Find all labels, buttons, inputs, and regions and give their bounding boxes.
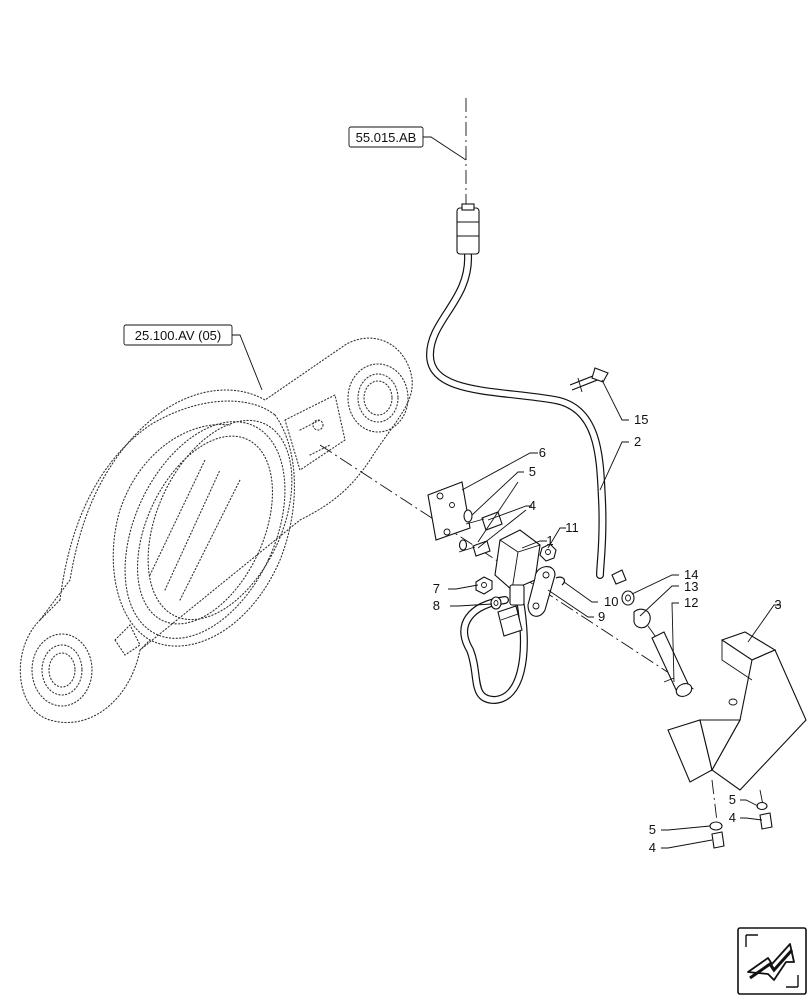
ball-joint-icon[interactable] (633, 608, 659, 641)
callouts: 6 5 4 1 11 7 8 10 9 14 13 12 15 2 3 5 4 … (433, 412, 782, 855)
leader-lines (448, 379, 781, 849)
navigation-arrow-icon[interactable] (737, 927, 807, 995)
callout-10: 10 (604, 594, 618, 609)
sensor-bracket[interactable] (427, 481, 471, 541)
callout-11: 11 (565, 520, 579, 535)
fastener-centerline (711, 779, 719, 831)
washer-icon[interactable] (756, 801, 768, 811)
bolt-icon[interactable] (759, 812, 773, 830)
clip-icon[interactable] (555, 576, 566, 586)
callout-5: 5 (649, 822, 656, 837)
callout-3: 3 (774, 597, 781, 612)
reference-25-100-av[interactable]: 25.100.AV (05) (123, 324, 263, 391)
wire-harness[interactable] (425, 251, 607, 705)
washer-icon[interactable] (709, 821, 723, 831)
sensor-lever[interactable] (527, 566, 556, 617)
callout-4: 4 (529, 498, 536, 513)
harness-connector-icon[interactable] (456, 203, 480, 255)
callout-5: 5 (729, 792, 736, 807)
callout-9: 9 (598, 609, 605, 624)
callout-12: 12 (684, 595, 698, 610)
pin-icon[interactable] (611, 569, 627, 585)
callout-4: 4 (649, 840, 656, 855)
callout-1: 1 (546, 533, 553, 548)
washer-icon[interactable] (621, 590, 635, 606)
axle-housing-phantom (19, 337, 413, 724)
reference-25-100-av-label: 25.100.AV (05) (135, 328, 221, 343)
washer-icon[interactable] (458, 509, 473, 551)
cable-tie-icon[interactable] (569, 367, 609, 393)
position-sensor[interactable] (494, 529, 541, 606)
callout-4: 4 (729, 810, 736, 825)
bolt-icon[interactable] (458, 540, 491, 557)
callout-13: 13 (684, 579, 698, 594)
reference-55-015-ab[interactable]: 55.015.AB (348, 126, 467, 161)
bolt-icon[interactable] (711, 831, 725, 849)
reference-55-015-ab-label: 55.015.AB (356, 130, 417, 145)
callout-14: 14 (684, 567, 698, 582)
callout-7: 7 (433, 581, 440, 596)
callout-15: 15 (634, 412, 648, 427)
linkage-rod[interactable] (651, 631, 694, 699)
harness-connector-icon[interactable] (497, 605, 523, 637)
nut-icon[interactable] (475, 576, 493, 595)
sensor-cover[interactable] (667, 631, 807, 791)
callout-8: 8 (433, 598, 440, 613)
washer-icon[interactable] (490, 596, 502, 610)
callout-5: 5 (529, 464, 536, 479)
callout-2: 2 (634, 434, 641, 449)
callout-6: 6 (539, 445, 546, 460)
